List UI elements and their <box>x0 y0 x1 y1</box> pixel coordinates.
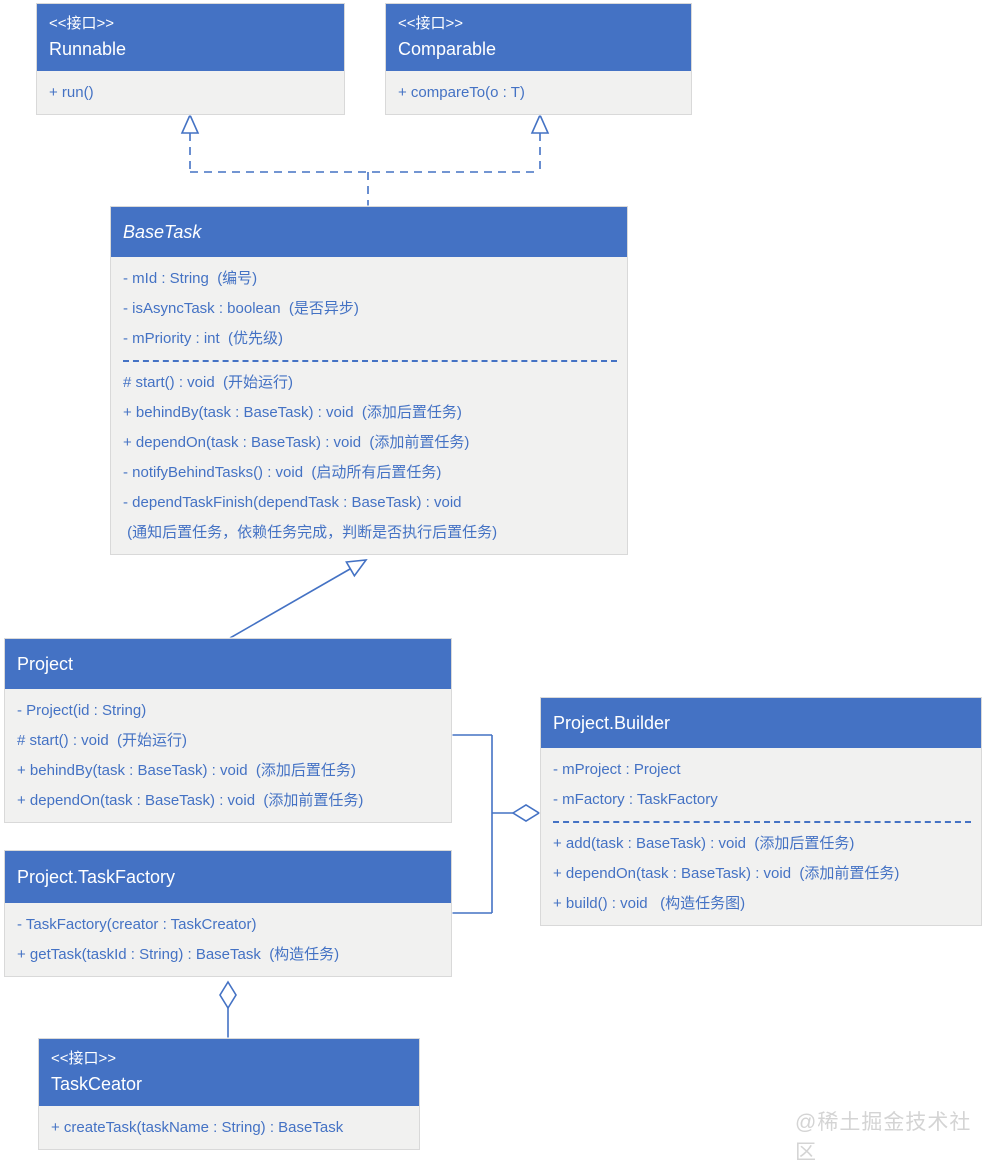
watermark-text: @稀土掘金技术社区 <box>795 1111 972 1164</box>
attributes-methods-separator <box>123 360 617 362</box>
hollow-diamond-builder <box>511 804 541 822</box>
stereotype-label: <<接口>> <box>51 1050 117 1067</box>
method-line: # start() : void (开始运行) <box>17 732 188 749</box>
attributes-methods-separator <box>553 821 971 823</box>
stereotype-label: <<接口>> <box>49 15 115 32</box>
hollow-triangle-arrow-basetask <box>345 559 368 578</box>
class-box-comparable: <<接口>> Comparable + compareTo(o : T) <box>385 3 692 115</box>
hollow-diamond-taskfactory <box>219 980 237 1010</box>
method-line: + compareTo(o : T) <box>398 84 525 101</box>
hollow-triangle-arrow-comparable <box>530 113 550 134</box>
class-body-project-builder: - mProject : Project - mFactory : TaskFa… <box>541 748 981 925</box>
method-line: + dependOn(task : BaseTask) : void (添加前置… <box>553 865 900 882</box>
class-body-taskceator: + createTask(taskName : String) : BaseTa… <box>39 1106 419 1149</box>
method-line: + createTask(taskName : String) : BaseTa… <box>51 1119 344 1136</box>
method-line: - TaskFactory(creator : TaskCreator) <box>17 916 257 933</box>
class-box-runnable: <<接口>> Runnable + run() <box>36 3 345 115</box>
class-body-basetask: - mId : String (编号) - isAsyncTask : bool… <box>111 257 627 554</box>
stereotype-label: <<接口>> <box>398 15 464 32</box>
method-line: + getTask(taskId : String) : BaseTask (构… <box>17 946 340 963</box>
class-name: Comparable <box>398 39 497 59</box>
class-header-basetask: BaseTask <box>111 207 627 257</box>
class-box-taskceator: <<接口>> TaskCeator + createTask(taskName … <box>38 1038 420 1150</box>
class-header-project-taskfactory: Project.TaskFactory <box>5 851 451 903</box>
class-name: Project <box>17 653 74 674</box>
method-line: + behindBy(task : BaseTask) : void (添加后置… <box>123 404 462 421</box>
class-header-comparable: <<接口>> Comparable <box>386 4 691 71</box>
class-body-project: - Project(id : String) # start() : void … <box>5 689 451 822</box>
attribute-line: - mPriority : int (优先级) <box>123 330 283 347</box>
class-box-project: Project - Project(id : String) # start()… <box>4 638 452 823</box>
class-body-runnable: + run() <box>37 71 344 114</box>
class-body-project-taskfactory: - TaskFactory(creator : TaskCreator) + g… <box>5 903 451 976</box>
class-body-comparable: + compareTo(o : T) <box>386 71 691 114</box>
attribute-line: - mId : String (编号) <box>123 270 258 287</box>
method-line: - notifyBehindTasks() : void (启动所有后置任务) <box>123 464 442 481</box>
method-annotation-line: (通知后置任务，依赖任务完成，判断是否执行后置任务) <box>123 524 498 541</box>
method-line: + build() : void (构造任务图) <box>553 895 746 912</box>
attribute-line: - mProject : Project <box>553 761 681 778</box>
hollow-triangle-arrow-runnable <box>180 113 200 134</box>
method-line: - dependTaskFinish(dependTask : BaseTask… <box>123 494 462 511</box>
method-line: + behindBy(task : BaseTask) : void (添加后置… <box>17 762 356 779</box>
class-header-project: Project <box>5 639 451 689</box>
method-line: # start() : void (开始运行) <box>123 374 294 391</box>
class-name: Project.TaskFactory <box>17 866 176 887</box>
attribute-line: - isAsyncTask : boolean (是否异步) <box>123 300 359 317</box>
class-name: Project.Builder <box>553 712 671 733</box>
class-header-runnable: <<接口>> Runnable <box>37 4 344 71</box>
class-name: BaseTask <box>123 221 202 242</box>
class-box-project-builder: Project.Builder - mProject : Project - m… <box>540 697 982 926</box>
class-header-project-builder: Project.Builder <box>541 698 981 748</box>
method-line: - Project(id : String) <box>17 702 147 719</box>
method-line: + run() <box>49 84 94 101</box>
class-name: Runnable <box>49 39 127 59</box>
class-name: TaskCeator <box>51 1074 143 1094</box>
method-line: + dependOn(task : BaseTask) : void (添加前置… <box>123 434 470 451</box>
class-header-taskceator: <<接口>> TaskCeator <box>39 1039 419 1106</box>
method-line: + dependOn(task : BaseTask) : void (添加前置… <box>17 792 364 809</box>
class-box-basetask: BaseTask - mId : String (编号) - isAsyncTa… <box>110 206 628 555</box>
method-line: + add(task : BaseTask) : void (添加后置任务) <box>553 835 855 852</box>
class-box-project-taskfactory: Project.TaskFactory - TaskFactory(creato… <box>4 850 452 977</box>
attribute-line: - mFactory : TaskFactory <box>553 791 718 808</box>
